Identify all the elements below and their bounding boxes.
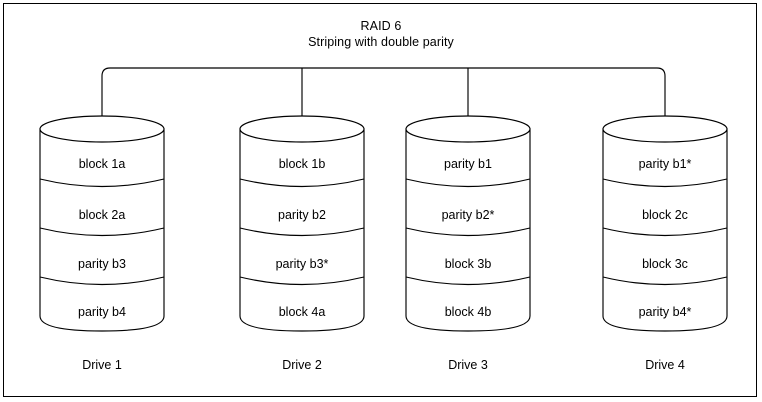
drive-4-block-4: parity b4*: [638, 305, 692, 319]
drive-1-block-3: parity b3: [78, 257, 126, 271]
drive-3-block-1: parity b1: [444, 157, 492, 171]
drive-cylinder-2: [239, 115, 365, 332]
drive-1-block-1: block 1a: [78, 157, 126, 171]
drive-4-block-2: block 2c: [642, 208, 688, 222]
drive-1-block-2: block 2a: [78, 208, 126, 222]
drive-label-4: Drive 4: [645, 358, 685, 372]
drive-3-block-4: block 4b: [444, 305, 492, 319]
drive-cylinder-4: [602, 115, 728, 332]
drive-3-block-3: block 3b: [444, 257, 492, 271]
drive-2-block-3: parity b3*: [275, 257, 329, 271]
drive-cylinder-3: [405, 115, 531, 332]
drive-4-block-1: parity b1*: [638, 157, 692, 171]
drive-2-block-4: block 4a: [278, 305, 326, 319]
page-title: RAID 6: [360, 19, 402, 33]
drive-1-block-4: parity b4: [78, 305, 126, 319]
drive-4-block-3: block 3c: [642, 257, 688, 271]
diagram-title-block: RAID 6 Striping with double parity: [0, 18, 762, 50]
array-bus-bracket: [101, 67, 666, 122]
drive-2-block-1: block 1b: [278, 157, 326, 171]
drive-2-block-2: parity b2: [278, 208, 326, 222]
drive-label-3: Drive 3: [448, 358, 488, 372]
drive-cylinder-1: [39, 115, 165, 332]
drive-3-block-2: parity b2*: [441, 208, 495, 222]
drive-label-2: Drive 2: [282, 358, 322, 372]
drive-label-1: Drive 1: [82, 358, 122, 372]
page-subtitle: Striping with double parity: [308, 35, 454, 49]
